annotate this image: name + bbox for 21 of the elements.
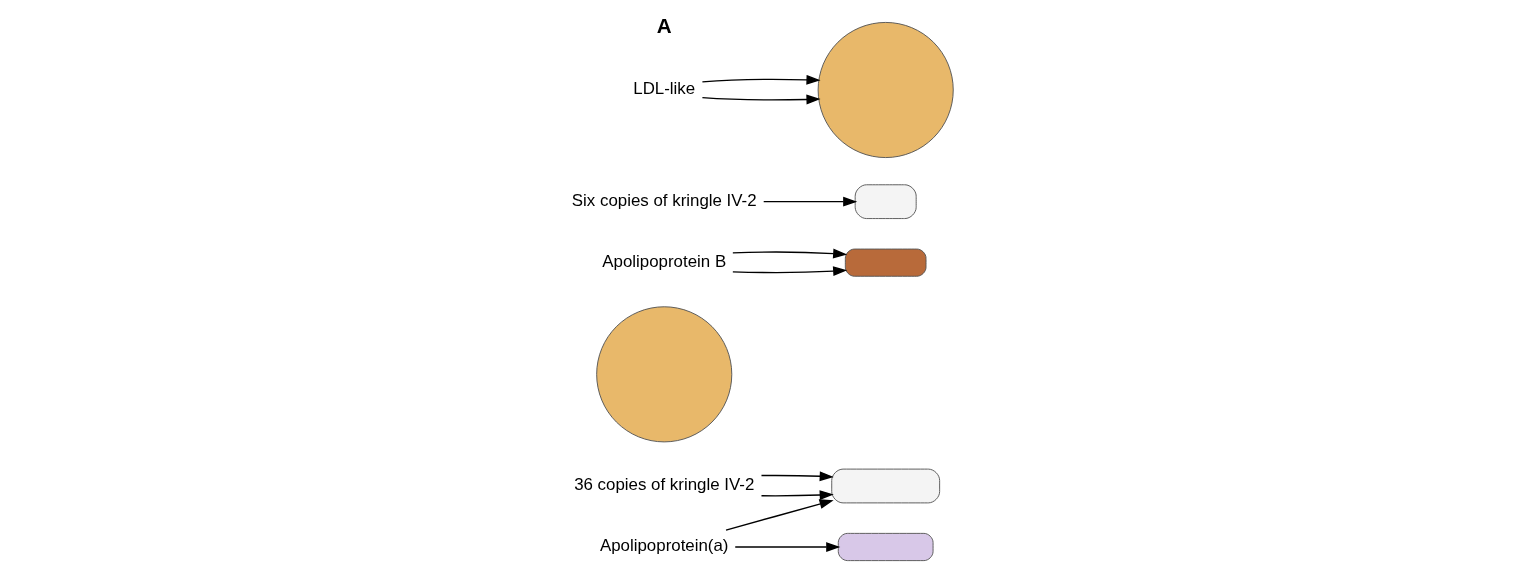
node-text: Apolipoprotein(a): [599, 536, 729, 556]
arrow: [763, 196, 858, 207]
label: A: [656, 14, 672, 38]
node-box: [837, 532, 934, 562]
node-circle: [817, 21, 954, 159]
arrow: [725, 499, 834, 531]
arrow: [732, 266, 848, 277]
node-text: Apolipoprotein B: [602, 251, 727, 271]
node-text: LDL-like: [633, 79, 696, 99]
node-circle: [596, 306, 733, 443]
node-text: Six copies of kringle IV-2: [571, 190, 757, 210]
arrow: [760, 490, 834, 501]
node-text: 36 copies of kringle IV-2: [574, 475, 755, 495]
arrow: [734, 542, 841, 552]
arrow: [732, 248, 848, 259]
arrow: [701, 94, 821, 105]
node-box: [844, 248, 927, 277]
arrow: [701, 74, 821, 85]
arrow: [760, 471, 834, 482]
node-box: [831, 468, 941, 504]
node-box: [854, 184, 917, 220]
